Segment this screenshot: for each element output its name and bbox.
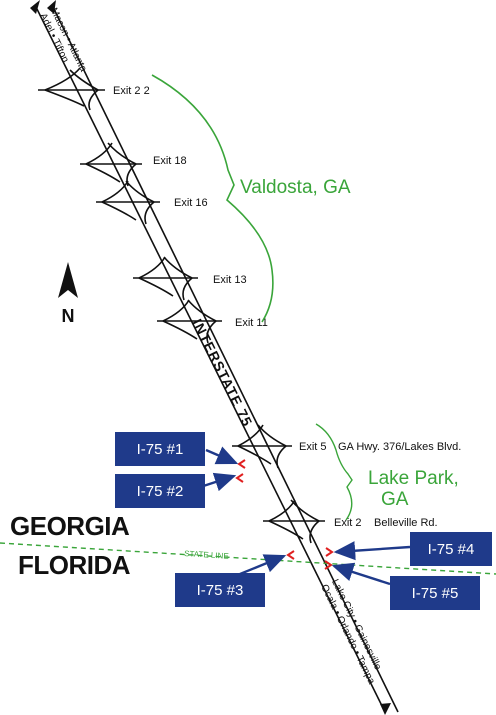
exit-2-label: Exit 2 (334, 517, 362, 529)
marker-caret-3 (286, 550, 295, 560)
north-label: N (62, 306, 75, 326)
highway-label: INTERSTATE 75 (189, 316, 256, 429)
marker-box-5-label: I-75 #5 (412, 585, 459, 602)
exit-22-label: Exit 2 2 (113, 85, 150, 97)
highway (30, 0, 399, 715)
lake-park-label-2: GA (381, 489, 409, 510)
interchange-exit-11 (157, 299, 222, 344)
florida-label: FLORIDA (18, 550, 131, 580)
marker-box-1[interactable]: I-75 #1 (115, 432, 205, 466)
marker-caret-2 (235, 473, 244, 483)
interchange-exit-13 (133, 256, 198, 301)
interchange-exit-5 (232, 424, 292, 469)
interchange-exit-18 (80, 142, 142, 187)
north-arrow-icon: N (58, 262, 78, 326)
exit-16-label: Exit 16 (174, 197, 208, 209)
interchange-exit-16 (96, 180, 160, 225)
marker-box-5[interactable]: I-75 #5 (390, 576, 480, 610)
south-arrowhead (380, 703, 391, 715)
red-markers (235, 459, 334, 570)
marker-box-3[interactable]: I-75 #3 (175, 573, 265, 607)
valdosta-bracket (151, 74, 274, 323)
exit-11-label: Exit 11 (235, 317, 268, 329)
exit-5-road: GA Hwy. 376/Lakes Blvd. (338, 441, 461, 453)
marker-box-2-label: I-75 #2 (137, 483, 184, 500)
exit-5-label: Exit 5 (299, 441, 327, 453)
marker-box-4-label: I-75 #4 (428, 541, 475, 558)
exit-18-label: Exit 18 (153, 155, 187, 167)
marker-box-4[interactable]: I-75 #4 (410, 532, 492, 566)
marker-box-1-label: I-75 #1 (137, 441, 184, 458)
north-arrowhead (30, 0, 40, 14)
state-line (0, 542, 496, 575)
marker-caret-5 (324, 560, 333, 570)
marker-caret-4 (325, 547, 334, 557)
lake-park-label-1: Lake Park, (368, 468, 459, 489)
valdosta-label: Valdosta, GA (240, 177, 351, 198)
marker-box-2[interactable]: I-75 #2 (115, 474, 205, 508)
exit-13-label: Exit 13 (213, 274, 247, 286)
interchange-exit-2 (263, 499, 325, 544)
marker-box-3-label: I-75 #3 (197, 582, 244, 599)
marker-caret-1 (237, 459, 246, 469)
state-line-label: STATE LINE (184, 549, 229, 561)
interchanges (38, 67, 325, 544)
exit-2-road: Belleville Rd. (374, 517, 438, 529)
north-arrowhead-2 (47, 0, 56, 14)
lake-park-bracket (315, 423, 353, 521)
georgia-label: GEORGIA (10, 511, 130, 541)
interchange-exit-22 (38, 67, 105, 111)
